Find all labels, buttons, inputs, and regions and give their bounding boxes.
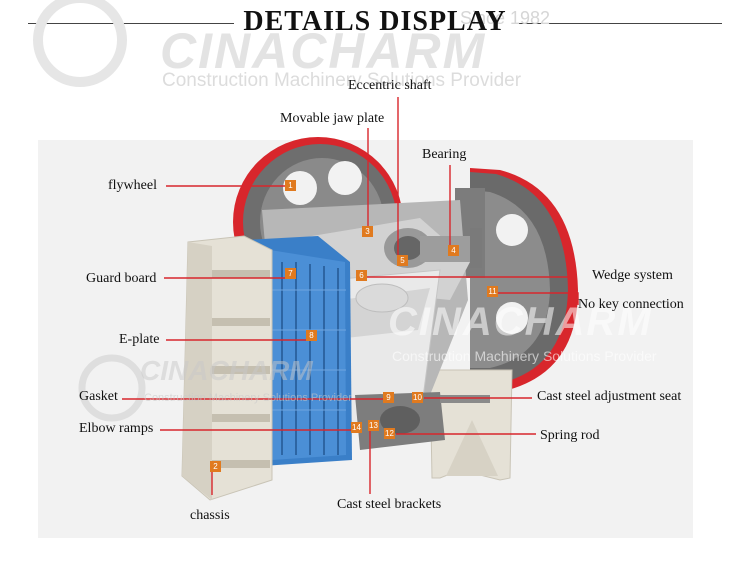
- title-rule-left: [28, 23, 234, 24]
- label-wedge-system: Wedge system: [592, 268, 673, 283]
- watermark-brand: CINACHARM: [160, 23, 487, 79]
- label-flywheel: flywheel: [108, 178, 157, 193]
- label-chassis: chassis: [190, 508, 230, 523]
- badge-11: 11: [487, 286, 498, 297]
- badge-5: 5: [397, 255, 408, 266]
- page-title: DETAILS DISPLAY: [243, 6, 507, 37]
- badge-6: 6: [356, 270, 367, 281]
- badge-9: 9: [383, 392, 394, 403]
- machine-frame-left: [181, 235, 273, 501]
- label-guard-board: Guard board: [86, 271, 157, 286]
- watermark-tagline-low: Construction Machinery Solutions Provide…: [144, 392, 352, 404]
- badge-3: 3: [362, 226, 373, 237]
- watermark-brand-low: CINACHARM: [140, 355, 313, 386]
- label-elbow-ramps: Elbow ramps: [79, 421, 154, 436]
- watermark-since: Since 1982: [460, 8, 551, 28]
- label-e-plate: E-plate: [119, 332, 160, 347]
- title-rule-right: [516, 23, 722, 24]
- leader-no-key-connection: [498, 292, 579, 305]
- badge-12: 12: [384, 428, 395, 439]
- badge-1: 1: [285, 180, 296, 191]
- label-eccentric-shaft: Eccentric shaft: [348, 78, 432, 93]
- label-no-key-connection: No key connection: [578, 297, 684, 312]
- badge-2: 2: [210, 461, 221, 472]
- label-cast-steel-brackets: Cast steel brackets: [337, 497, 442, 512]
- watermark-logo-icon: [33, 0, 127, 87]
- watermark-tagline-mid: Construction Machinery Solutions Provide…: [392, 348, 657, 364]
- badge-13: 13: [368, 420, 379, 431]
- badge-7: 7: [285, 268, 296, 279]
- label-movable-jaw-plate: Movable jaw plate: [280, 111, 385, 126]
- badge-10: 10: [412, 392, 423, 403]
- label-cast-steel-adjustment-seat: Cast steel adjustment seat: [537, 389, 682, 404]
- watermark-brand-mid: CINACHARM: [388, 300, 653, 344]
- watermark-logo-small-icon: [78, 354, 146, 422]
- watermark-tagline: Construction Machinery Solutions Provide…: [162, 70, 522, 91]
- label-bearing: Bearing: [422, 147, 467, 162]
- badge-8: 8: [306, 330, 317, 341]
- badge-4: 4: [448, 245, 459, 256]
- label-spring-rod: Spring rod: [540, 428, 600, 443]
- badge-14: 14: [351, 422, 362, 433]
- leader-lines: [122, 97, 579, 495]
- label-gasket: Gasket: [79, 389, 118, 404]
